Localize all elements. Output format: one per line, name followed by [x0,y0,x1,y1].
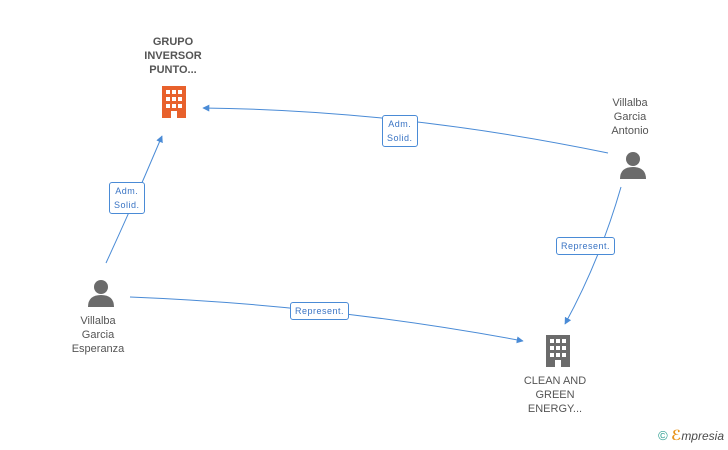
building-icon[interactable] [542,334,574,368]
node-label-esperanza[interactable]: Villalba Garcia Esperanza [71,315,125,355]
edge-antonio-clean [564,186,622,325]
brand-name: mpresia [681,429,724,443]
node-label-clean[interactable]: CLEAN AND GREEN ENERGY... [523,375,587,415]
edge-label-adm-solid-esperanza: Adm. Solid. [109,182,145,214]
brand-e-glyph: ℰ [671,427,682,443]
brand-logo: © ℰmpresia [658,427,724,444]
person-icon[interactable] [618,150,648,180]
person-icon[interactable] [86,278,116,308]
edge-label-represent-esperanza: Represent. [290,302,350,320]
node-label-grupo[interactable]: GRUPO INVERSOR PUNTO... [144,36,202,76]
edge-label-adm-solid-antonio: Adm. Solid. [382,115,418,147]
copyright-symbol: © [658,428,668,443]
node-label-antonio[interactable]: Villalba Garcia Antonio [611,97,649,137]
edge-label-represent-antonio: Represent. [556,237,616,255]
building-icon[interactable] [158,85,190,119]
